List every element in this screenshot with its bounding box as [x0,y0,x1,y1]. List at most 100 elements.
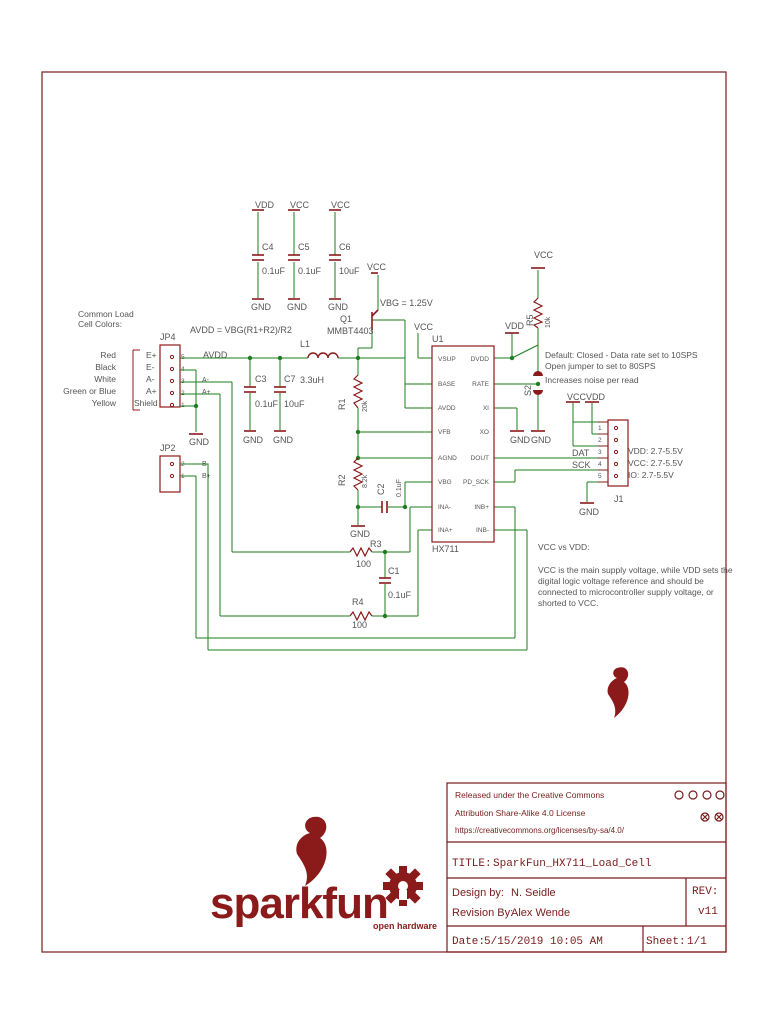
c7-ref: C7 [284,374,296,384]
r2-value: 8.2k [362,474,369,488]
rate-note-1: Default: Closed - Data rate set to 10SPS [545,350,698,360]
j1-signal-sck: SCK [572,460,591,470]
c7-gnd-label: GND [273,435,294,445]
gear-icon [383,866,423,906]
j1-pin-2: 2 [598,437,602,444]
decoupling-caps-top: VDD VCC VCC C4 0.1uF C5 0.1uF C6 10uF GN… [251,200,360,312]
u1-hx711: U1 HX711 VCC VSUP BASE AVDD VFB AGND VBG… [414,322,495,554]
rate-select: VDD VCC R5 10k S2 GND GND Default: Close… [505,250,698,445]
u1-ref: U1 [432,334,444,344]
c2-cap: C2 0.1uF [376,479,403,513]
j1-note-io: IO: 2.7-5.5V [628,470,674,480]
date-value: 5/15/2019 10:05 AM [484,936,603,948]
j1-signal-dat: DAT [572,448,590,458]
load-cell-title-2: Cell Colors: [78,319,122,329]
vcc-vdd-title: VCC vs VDD: [538,542,589,552]
c5-ref: C5 [298,242,310,252]
sheet-title: SparkFun_HX711_Load_Cell [493,858,651,870]
l1-ref: L1 [300,339,310,349]
avdd-formula: AVDD = VBG(R1+R2)/R2 [190,325,292,335]
sparkfun-flame-icon [296,816,327,886]
u1-pin-vsup: VSUP [438,356,456,363]
sparkfun-flame-icon-small [607,667,629,718]
jp4-ref: JP4 [160,332,176,342]
s2-gnd-label: GND [531,435,552,445]
c1-ref: C1 [388,566,400,576]
q1-vcc-label: VCC [367,262,387,272]
sheet-label: Sheet: [646,936,686,948]
jp4-gnd-label: GND [189,437,210,447]
q1-ref: Q1 [340,314,352,324]
r4-value: 100 [352,620,367,630]
jp4-signal-2: E- [146,362,155,372]
fiducial-icons [674,790,725,822]
sparkfun-logo: sparkfun [210,816,389,928]
oshw-logo: open hardware [373,866,437,931]
license-line-2: Attribution Share-Alike 4.0 License [455,808,586,818]
c4-gnd-label: GND [251,302,272,312]
r3-ref: R3 [370,539,382,549]
wire-junctions [193,355,541,619]
u1-pin-dout: DOUT [471,455,489,462]
title-label: TITLE: [452,858,492,870]
c2-value: 0.1uF [396,479,403,497]
vcc-vdd-body-2: digital logic voltage reference and shou… [538,576,704,586]
sheet-value: 1/1 [687,936,707,948]
j1-vcc-label: VCC [567,392,587,402]
l1-inductor: L1 3.3uH [300,339,339,385]
u1-pin-dvdd: DVDD [471,356,490,363]
u1-pin-xo: XO [480,429,489,436]
vbg-note: VBG = 1.25V [380,298,433,308]
c4-ref: C4 [262,242,274,252]
j1-connector: VCC VDD GND 1 2 3 4 5 DAT SCK VDD: 2.7-5… [566,392,683,517]
c3-gnd-label: GND [243,435,264,445]
r5-vcc-label: VCC [534,250,554,260]
c6-ref: C6 [339,242,351,252]
vdd-top-label: VDD [255,200,275,210]
circuit-wiring [180,270,598,651]
design-by-label: Design by: [452,887,504,899]
u1-pin-ina-plus: INA+ [438,527,453,534]
j1-vdd-label: VDD [586,392,606,402]
u1-pin-inb-plus: INB+ [474,504,489,511]
s2-ref: S2 [523,385,533,396]
jp4-signal-3: A- [146,374,155,384]
rate-note-3: Increases noise per read [545,375,639,385]
j1-gnd-label: GND [579,507,600,517]
u1-pin-xi: XI [483,405,489,412]
jp4-signal-4: A+ [146,386,157,396]
license-url[interactable]: https://creativecommons.org/licenses/by-… [455,826,625,835]
u1-pin-avdd: AVDD [438,405,456,412]
rate-note-2: Open jumper to set to 80SPS [545,361,656,371]
q1-value: MMBT4403 [327,326,374,336]
c3-value: 0.1uF [255,399,279,409]
rev-value: v11 [698,906,718,918]
xi-gnd-label: GND [510,435,531,445]
sparkfun-wordmark: sparkfun [210,879,388,928]
j1-pin-5: 5 [598,473,602,480]
c5-value: 0.1uF [298,266,322,276]
vcc-vdd-note: VCC vs VDD: VCC is the main supply volta… [538,542,733,608]
q1-transistor: VCC VBG = 1.25V Q1 MMBT4403 [327,262,433,385]
vcc-top-label-1: VCC [290,200,310,210]
c5-gnd-label: GND [287,302,308,312]
r4-ref: R4 [352,597,364,607]
designer-name: N. Seidle [511,887,556,899]
jp2-ref: JP2 [160,443,176,453]
j1-pin-4: 4 [598,461,602,468]
u1-pin-pd-sck: PD_SCK [463,479,490,486]
jp2-connector: JP2 2 1 B- B+ [159,443,211,493]
input-filter: R3 100 R4 100 C1 0.1uF [349,539,412,630]
c4-value: 0.1uF [262,266,286,276]
u1-vdd-label: VDD [505,321,525,331]
c6-value: 10uF [339,266,360,276]
j1-note-vcc: VCC: 2.7-5.5V [628,458,683,468]
jp4-net-a-minus: A- [202,377,210,384]
c3-ref: C3 [255,374,267,384]
jp4-signal-5: Shield [134,398,158,408]
wire-color-red: Red [100,350,116,360]
j1-pin-3: 3 [598,449,602,456]
r5-ref: R5 [525,314,535,326]
u1-pin-agnd: AGND [438,455,457,462]
